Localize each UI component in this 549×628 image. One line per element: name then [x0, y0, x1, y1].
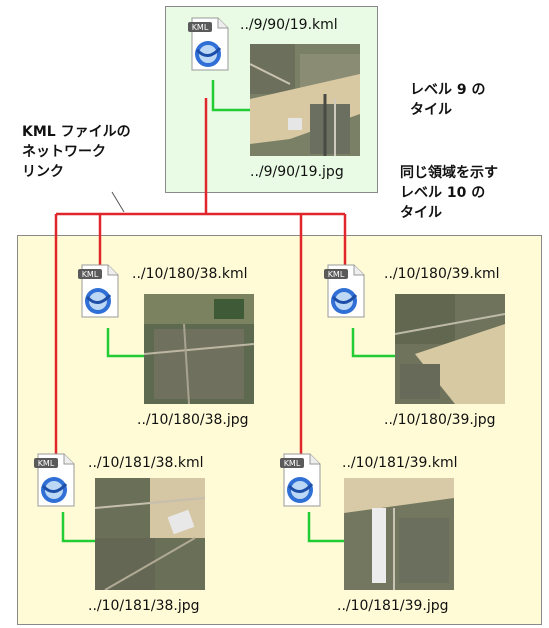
level9-jpg-name: ../9/90/19.jpg: [250, 164, 344, 180]
network-link-note: KML ファイルの ネットワーク リンク: [22, 124, 131, 180]
kml-file-icon: KML: [278, 452, 324, 508]
level10-caption: 同じ領域を示す レベル 10 の タイル: [400, 165, 498, 221]
kml-file-icon: KML: [186, 16, 232, 72]
svg-text:KML: KML: [192, 23, 209, 32]
svg-text:KML: KML: [38, 459, 55, 468]
tile-181-38-jpg-name: ../10/181/38.jpg: [88, 598, 200, 614]
kml-file-icon-graphic: KML: [34, 453, 75, 507]
kml-file-icon: KML: [76, 263, 122, 319]
kml-file-icon-graphic: KML: [78, 264, 119, 318]
green-link-181-39: [307, 512, 344, 543]
tile-180-38-kml-name: ../10/180/38.kml: [132, 266, 248, 282]
image-links-green: [61, 80, 395, 543]
kml-file-icon-graphic: KML: [324, 264, 365, 318]
tile-180-38-satellite-image: [144, 294, 254, 404]
green-link-180-38: [106, 328, 144, 358]
note-pointer-line: [111, 191, 125, 213]
green-link-180-39: [351, 328, 395, 358]
level9-satellite-image: [250, 44, 360, 156]
tile-180-39-satellite-image: [395, 294, 505, 404]
tile-180-39-jpg-name: ../10/180/39.jpg: [384, 412, 496, 428]
tile-181-38-kml-name: ../10/181/38.kml: [88, 455, 204, 471]
svg-text:KML: KML: [284, 459, 301, 468]
level9-caption: レベル 9 の タイル: [410, 82, 486, 118]
kml-file-icon-graphic: KML: [188, 17, 229, 71]
tile-181-39-kml-name: ../10/181/39.kml: [342, 455, 458, 471]
level9-kml-name: ../9/90/19.kml: [240, 17, 338, 33]
svg-text:KML: KML: [82, 270, 99, 279]
green-link-level9: [211, 80, 250, 112]
network-links-red: [54, 98, 347, 455]
tile-180-38-jpg-name: ../10/180/38.jpg: [137, 412, 249, 428]
tile-181-39-jpg-name: ../10/181/39.jpg: [337, 598, 449, 614]
kml-file-icon: KML: [322, 263, 368, 319]
green-link-181-38: [61, 512, 95, 543]
svg-text:KML: KML: [328, 270, 345, 279]
kml-file-icon: KML: [32, 452, 78, 508]
tile-181-39-satellite-image: [344, 478, 454, 590]
tile-181-38-satellite-image: [95, 478, 205, 590]
tile-180-39-kml-name: ../10/180/39.kml: [384, 266, 500, 282]
kml-file-icon-graphic: KML: [280, 453, 321, 507]
